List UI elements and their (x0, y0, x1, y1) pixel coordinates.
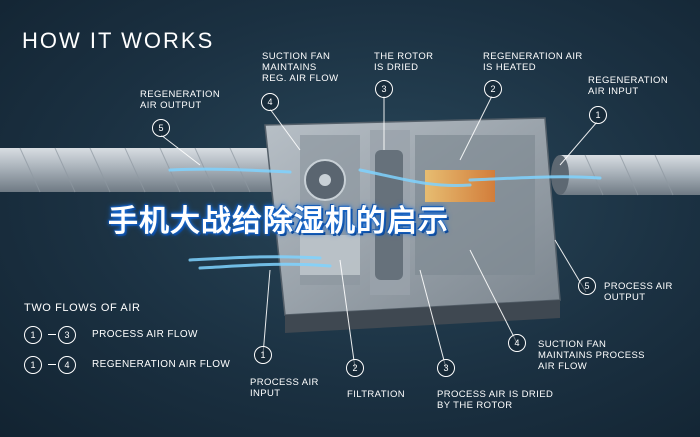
legend-from-number: 1 (24, 326, 42, 344)
callout-label: SUCTION FAN MAINTAINS REG. AIR FLOW (262, 51, 339, 84)
legend-to-number: 3 (58, 326, 76, 344)
callout-label: REGENERATION AIR INPUT (588, 75, 669, 97)
callout-number: 4 (261, 93, 279, 111)
callout-label: SUCTION FAN MAINTAINS PROCESS AIR FLOW (538, 339, 645, 372)
cabinet (264, 117, 561, 333)
callout-label: PROCESS AIR IS DRIED BY THE ROTOR (437, 389, 554, 411)
legend-to-number: 4 (58, 356, 76, 374)
callout-number: 3 (437, 359, 455, 377)
callout-label: REGENERATION AIR OUTPUT (140, 89, 221, 111)
airflow (168, 167, 602, 270)
callout-number: 2 (484, 80, 502, 98)
callout-label: REGENERATION AIR IS HEATED (483, 51, 583, 73)
callout-number: 2 (346, 359, 364, 377)
page-title: HOW IT WORKS (22, 28, 215, 53)
legend-dash (48, 364, 56, 365)
leader-lines (160, 95, 598, 369)
right-duct (551, 154, 700, 196)
callout-label: PROCESS AIR OUTPUT (604, 281, 673, 303)
legend-dash (48, 334, 56, 335)
rotor (375, 150, 403, 280)
callout-number: 5 (578, 277, 596, 295)
legend-label: PROCESS AIR FLOW (92, 329, 198, 340)
callout-label: PROCESS AIR INPUT (250, 377, 319, 399)
callout-number: 4 (508, 334, 526, 352)
banner-headline: 手机大战给除湿机的启示 (108, 204, 449, 239)
legend-from-number: 1 (24, 356, 42, 374)
filter (300, 235, 360, 275)
legend-title: TWO FLOWS OF AIR (24, 302, 141, 314)
callout-number: 1 (589, 106, 607, 124)
callout-label: FILTRATION (347, 389, 406, 400)
callout-number: 5 (152, 119, 170, 137)
callout-label: THE ROTOR IS DRIED (374, 51, 434, 73)
callout-number: 1 (254, 346, 272, 364)
legend-label: REGENERATION AIR FLOW (92, 359, 231, 370)
callout-number: 3 (375, 80, 393, 98)
